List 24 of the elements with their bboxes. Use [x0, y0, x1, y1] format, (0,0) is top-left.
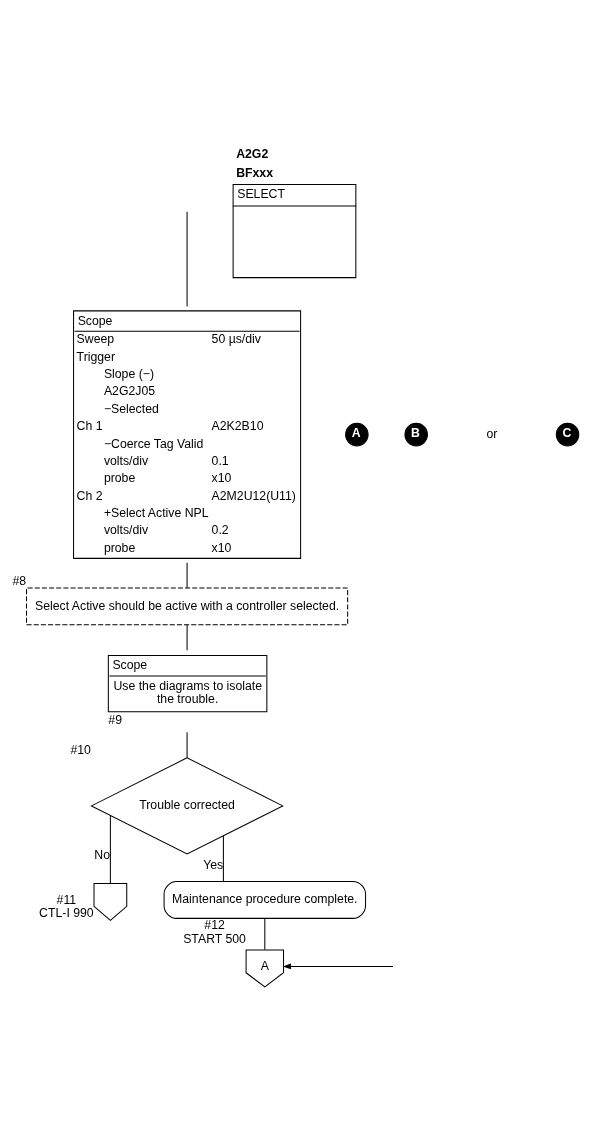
node-label: #9	[108, 712, 122, 727]
connector	[186, 623, 188, 651]
node-pentagon	[93, 882, 128, 921]
label: A	[351, 425, 361, 440]
node-label: #11	[56, 892, 77, 907]
connector	[186, 561, 188, 588]
node-label: #8	[12, 573, 27, 588]
connector	[186, 731, 188, 758]
node-label: START 500	[183, 931, 246, 946]
label: or	[486, 426, 498, 441]
edge-label: Yes	[203, 856, 224, 871]
node-label: #10	[70, 742, 91, 757]
connector	[109, 814, 111, 884]
arrow	[282, 963, 394, 969]
node-label: CTL-I 990	[39, 905, 94, 920]
node-label: A2G2	[236, 146, 269, 161]
node-label: #12	[204, 917, 225, 932]
node-box: Select Active should be active with a controller selected.	[26, 587, 349, 625]
label: C	[562, 425, 572, 440]
node-box: Maintenance procedure complete.	[163, 880, 367, 919]
node-label: BFxxx	[236, 165, 274, 180]
connector	[264, 917, 266, 950]
connector	[222, 834, 224, 882]
label: B	[411, 425, 420, 440]
